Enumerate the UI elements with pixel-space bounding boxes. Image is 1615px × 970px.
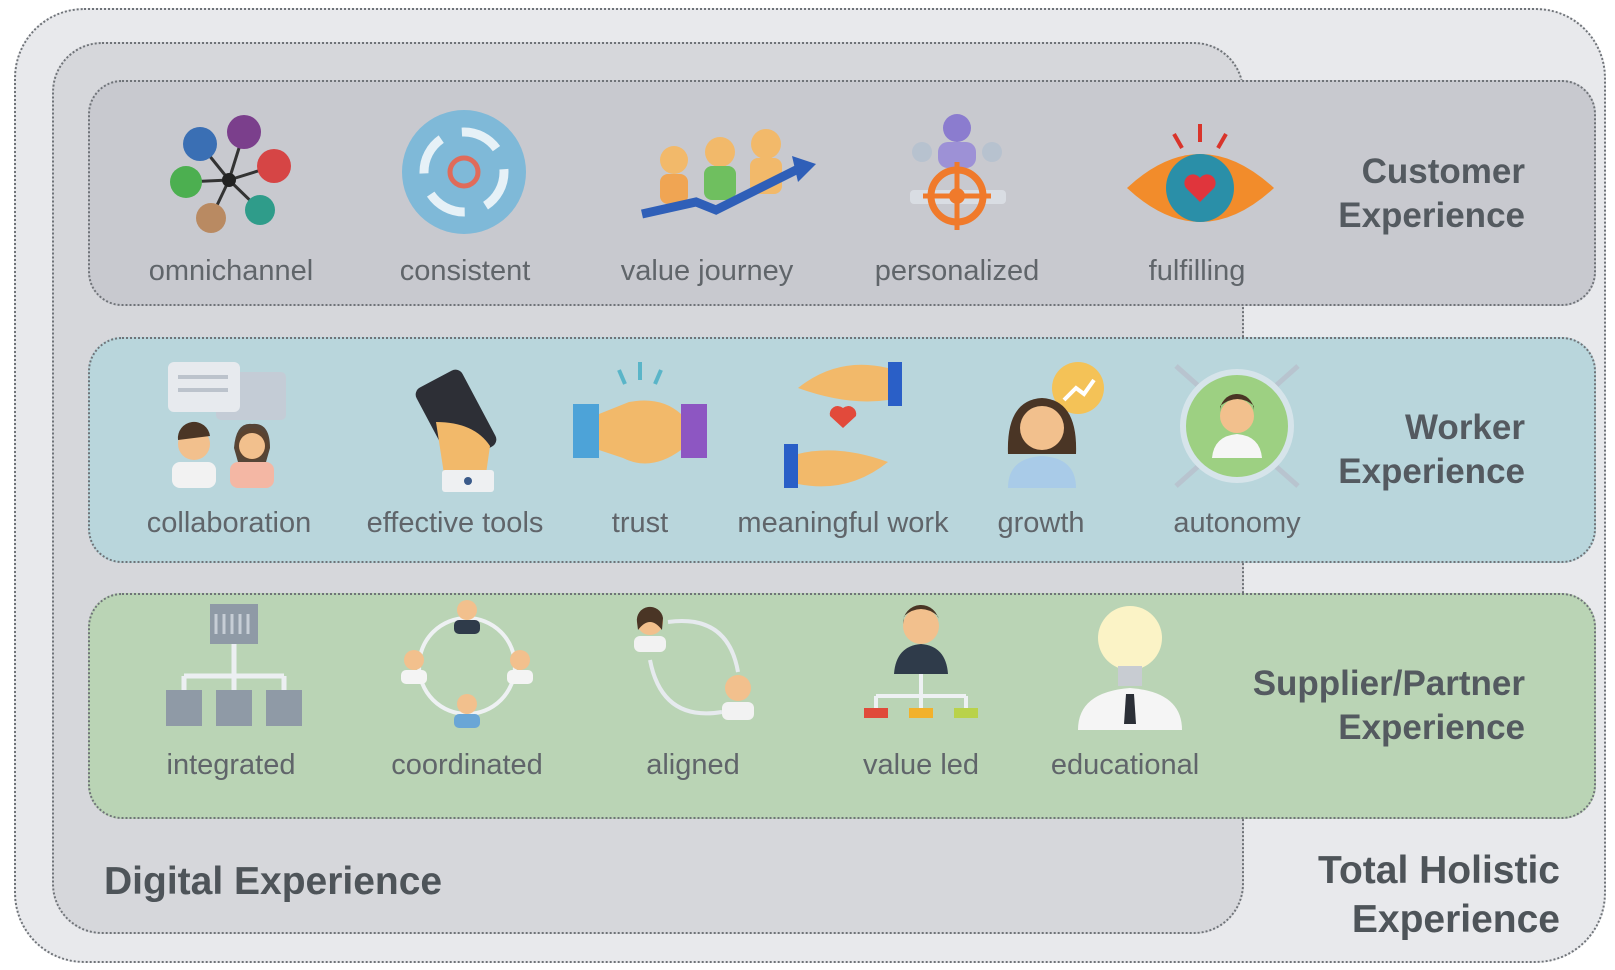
supplier-item-integrated: integrated: [106, 604, 356, 804]
personalized-label: personalized: [874, 255, 1040, 287]
worker-item-effective-tools: effective tools: [330, 362, 580, 562]
server-network-icon: [166, 604, 302, 726]
leader-hierarchy-icon: [864, 604, 978, 718]
lightbulb-head-icon: [1078, 606, 1182, 730]
customer-item-personalized: personalized: [832, 110, 1082, 310]
phone-hand-icon: [415, 369, 497, 492]
growth-label: growth: [997, 507, 1085, 539]
hands-heart-icon: [784, 362, 902, 488]
worker-item-growth: growth: [916, 362, 1166, 562]
customer-experience-title: Customer Experience: [1338, 152, 1525, 235]
worker-experience-title: Worker Experience: [1338, 408, 1525, 491]
worker-item-trust: trust: [515, 362, 765, 562]
woman-growth-icon: [1007, 362, 1104, 488]
supplier-item-value-led: value led: [796, 604, 1046, 804]
growth-arrow-people-icon: [641, 129, 816, 219]
value-led-label: value led: [862, 749, 980, 781]
integrated-label: integrated: [166, 749, 296, 781]
total-holistic-experience-title: Total Holistic Experience: [1318, 849, 1560, 941]
fulfilling-label: fulfilling: [1148, 255, 1246, 287]
autonomy-label: autonomy: [1173, 507, 1301, 539]
people-cycle-icon: [634, 606, 754, 720]
supplier-item-educational: educational: [1000, 604, 1250, 804]
supplier-item-aligned: aligned: [568, 604, 818, 804]
customer-item-fulfilling: fulfilling: [1072, 110, 1322, 310]
customer-item-consistent: consistent: [340, 110, 590, 310]
supplier-experience-band: [88, 593, 1596, 819]
worker-item-autonomy: autonomy: [1112, 362, 1362, 562]
worker-item-collaboration: collaboration: [104, 362, 354, 562]
customer-item-omnichannel: omnichannel: [106, 110, 356, 310]
educational-label: educational: [1050, 749, 1200, 781]
worker-item-meaningful-work: meaningful work: [718, 362, 968, 562]
supplier-item-coordinated: coordinated: [342, 600, 592, 804]
aligned-label: aligned: [646, 749, 740, 781]
consistent-label: consistent: [399, 255, 531, 287]
customer-item-value-journey: value journey: [582, 110, 832, 310]
trust-label: trust: [611, 507, 669, 539]
meaningful-work-label: meaningful work: [737, 507, 949, 539]
handshake-icon: [573, 362, 707, 464]
people-circle-icon: [401, 600, 533, 728]
supplier-experience-title: Supplier/Partner Experience: [1252, 664, 1525, 747]
cycle-target-icon: [402, 110, 526, 234]
value-journey-label: value journey: [620, 255, 794, 287]
omnichannel-label: omnichannel: [148, 255, 314, 287]
omnichannel-icon: [170, 115, 291, 233]
digital-experience-title: Digital Experience: [104, 860, 443, 903]
effective-tools-label: effective tools: [366, 507, 544, 539]
target-person-icon: [910, 114, 1006, 230]
collaboration-label: collaboration: [146, 507, 312, 539]
coordinated-label: coordinated: [391, 749, 543, 781]
eye-heart-icon: [1127, 124, 1274, 222]
person-expand-icon: [1174, 364, 1300, 488]
customer-experience-band: [88, 80, 1596, 306]
chat-people-icon: [168, 362, 286, 488]
